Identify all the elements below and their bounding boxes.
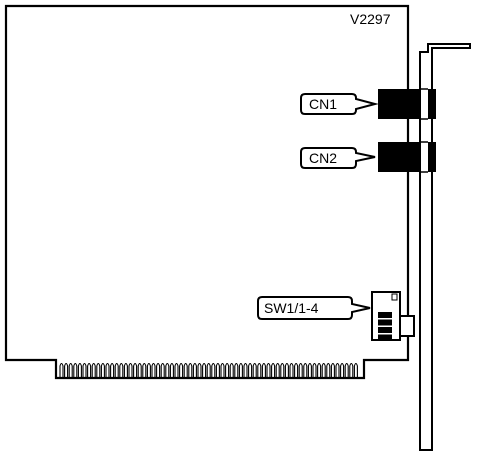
connector-finger	[151, 362, 156, 378]
connector-finger	[312, 362, 317, 378]
connector-finger	[156, 362, 161, 378]
connector-finger	[215, 362, 220, 378]
connector-finger	[91, 362, 96, 378]
connector-finger	[146, 362, 151, 378]
board-outline	[4, 4, 410, 380]
connector-finger	[174, 362, 179, 378]
connector-finger	[271, 362, 276, 378]
cn2-callout: CN2	[300, 147, 376, 169]
connector-finger	[68, 362, 73, 378]
cn2-label: CN2	[309, 150, 337, 166]
connector-finger	[59, 362, 64, 378]
connector-finger	[252, 362, 257, 378]
connector-finger	[289, 362, 294, 378]
connector-finger	[96, 362, 101, 378]
connector-finger	[114, 362, 119, 378]
model-code: V2297	[350, 11, 391, 27]
switch-lever	[378, 319, 392, 326]
connector-finger	[335, 362, 340, 378]
connector-finger	[73, 362, 78, 378]
connector-finger	[280, 362, 285, 378]
connector-finger	[317, 362, 322, 378]
connector-finger	[77, 362, 82, 378]
connector-finger	[183, 362, 188, 378]
connector-finger	[225, 362, 230, 378]
connector-finger	[303, 362, 308, 378]
connector-finger	[307, 362, 312, 378]
switch-lever	[378, 334, 392, 341]
connector-finger	[321, 362, 326, 378]
connector-finger	[142, 362, 147, 378]
dip-switch	[371, 291, 415, 341]
connector-finger	[82, 362, 87, 378]
connector-finger	[248, 362, 253, 378]
connector-finger	[160, 362, 165, 378]
connector-finger	[326, 362, 331, 378]
connector-finger	[284, 362, 289, 378]
connector-finger	[211, 362, 216, 378]
mounting-bracket	[419, 43, 471, 451]
cn1-connector	[378, 88, 436, 120]
connector-finger	[100, 362, 105, 378]
connector-finger	[188, 362, 193, 378]
connector-finger	[123, 362, 128, 378]
connector-finger	[344, 362, 349, 378]
cn1-callout: CN1	[300, 93, 379, 115]
connector-finger	[330, 362, 335, 378]
connector-finger	[137, 362, 142, 378]
cn1-label: CN1	[309, 96, 337, 112]
connector-finger	[105, 362, 110, 378]
connector-finger	[229, 362, 234, 378]
connector-finger	[243, 362, 248, 378]
connector-finger	[64, 362, 69, 378]
connector-finger	[261, 362, 266, 378]
switch-lever	[378, 312, 392, 318]
connector-finger	[353, 362, 358, 378]
connector-finger	[275, 362, 280, 378]
connector-finger	[197, 362, 202, 378]
sw1-label: SW1/1-4	[264, 300, 319, 316]
connector-finger	[340, 362, 345, 378]
connector-finger	[87, 362, 92, 378]
connector-finger	[133, 362, 138, 378]
connector-finger	[234, 362, 239, 378]
sw1-callout: SW1/1-4	[257, 296, 371, 320]
connector-finger	[257, 362, 262, 378]
connector-finger	[192, 362, 197, 378]
connector-finger	[119, 362, 124, 378]
connector-finger	[169, 362, 174, 378]
edge-connector	[59, 362, 358, 378]
connector-finger	[298, 362, 303, 378]
connector-finger	[349, 362, 354, 378]
connector-finger	[220, 362, 225, 378]
connector-finger	[165, 362, 170, 378]
cn2-connector	[378, 141, 436, 173]
connector-finger	[179, 362, 184, 378]
connector-finger	[202, 362, 207, 378]
connector-finger	[266, 362, 271, 378]
connector-finger	[128, 362, 133, 378]
connector-finger	[238, 362, 243, 378]
connector-finger	[294, 362, 299, 378]
connector-finger	[110, 362, 115, 378]
connector-finger	[206, 362, 211, 378]
switch-lever	[378, 327, 392, 333]
